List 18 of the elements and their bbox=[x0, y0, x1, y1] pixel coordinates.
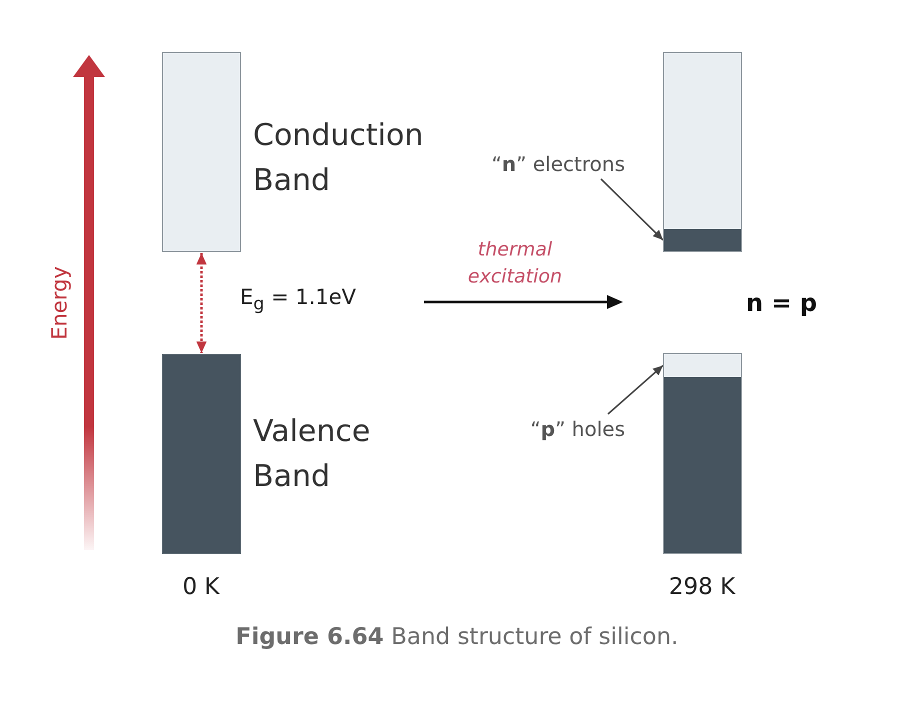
figure-caption: Figure 6.64 Band structure of silicon. bbox=[236, 624, 678, 650]
electron-level bbox=[664, 229, 741, 251]
temperature-label: 298 K bbox=[668, 572, 736, 602]
temperature-label: 0 K bbox=[182, 572, 220, 602]
equation-label: n = p bbox=[746, 288, 818, 320]
band-label: Conduction Band bbox=[253, 117, 424, 200]
gap-label: E$_{g}$ = 1.1eV bbox=[240, 284, 356, 316]
callout-label: “p” holes bbox=[530, 417, 625, 441]
process-label: thermal excitation bbox=[468, 237, 562, 289]
axis-label: Energy bbox=[46, 266, 72, 340]
valence-band bbox=[663, 353, 742, 554]
conduction-band bbox=[663, 52, 742, 252]
band-gap-arrow bbox=[196, 253, 207, 353]
leader-line bbox=[607, 364, 664, 415]
band-label: Valence Band bbox=[253, 413, 370, 496]
hole-level bbox=[664, 354, 741, 377]
callout-label: “n” electrons bbox=[492, 152, 625, 176]
leader-line bbox=[600, 178, 664, 241]
